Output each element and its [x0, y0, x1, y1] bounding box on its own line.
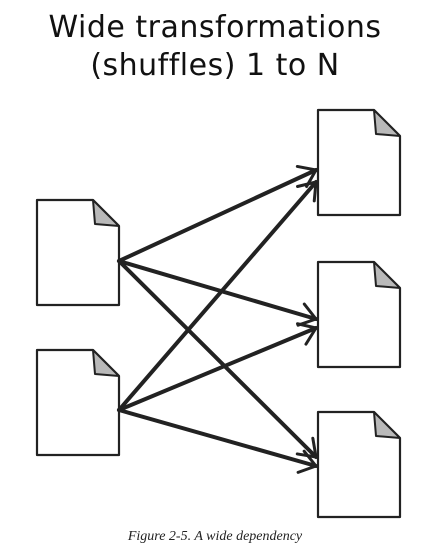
source-partition-1-document-icon [35, 198, 121, 307]
source-partition-2-document-icon [35, 348, 121, 457]
source-partition-2-page [35, 348, 121, 457]
source-partition-1-page-fold [92, 199, 120, 227]
target-partition-1-page-fold [373, 109, 401, 137]
dependency-arrow-1 [117, 168, 318, 263]
target-partition-3-page [316, 410, 402, 519]
target-partition-3-page-fold [373, 411, 401, 439]
target-partition-2-page [316, 260, 402, 369]
arrowhead-4 [296, 180, 318, 203]
dependency-arrow-3 [117, 259, 318, 459]
arrowhead-5 [295, 322, 318, 346]
dependency-arrow-4 [117, 180, 318, 412]
target-partition-1-document-icon [316, 108, 402, 217]
arrowhead-6 [296, 449, 318, 474]
title-line-1: Wide transformations [48, 10, 382, 45]
source-partition-1-page [35, 198, 121, 307]
target-partition-3-document-icon [316, 410, 402, 519]
dependency-arrow-5 [117, 326, 318, 412]
figure-caption: Figure 2-5. A wide dependency [127, 529, 303, 544]
target-partition-2-page-fold [373, 261, 401, 289]
source-partition-2-page-fold [92, 349, 120, 377]
arrowhead-3 [295, 436, 318, 459]
title-line-2: (shuffles) 1 to N [90, 48, 340, 83]
dependency-arrow-2 [117, 259, 318, 321]
dependency-arrow-6 [117, 408, 318, 468]
arrowhead-2 [296, 302, 318, 327]
target-partition-1-page [316, 108, 402, 217]
target-partition-2-document-icon [316, 260, 402, 369]
arrowhead-1 [295, 164, 318, 189]
